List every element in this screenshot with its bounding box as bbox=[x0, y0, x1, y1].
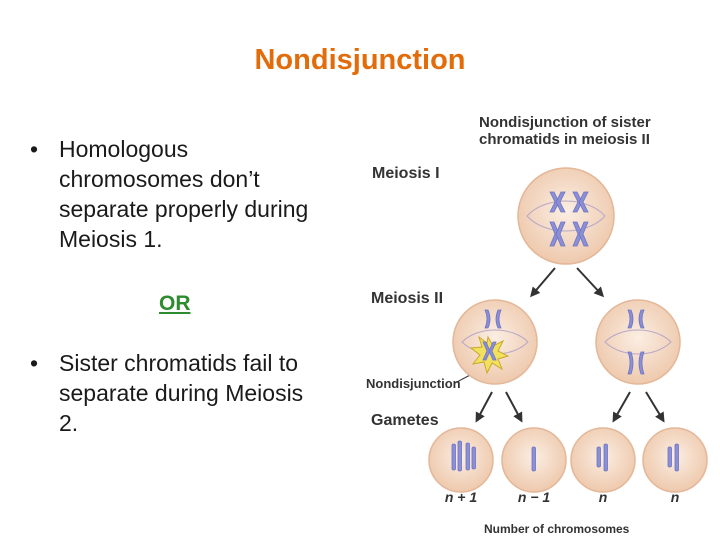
gamete-cell-4 bbox=[643, 428, 707, 492]
meiosis-2-cell-left bbox=[453, 300, 537, 384]
gamete-count-2: n − 1 bbox=[518, 489, 551, 505]
gamete-cell-2 bbox=[502, 428, 566, 492]
nondisjunction-label: Nondisjunction bbox=[366, 376, 461, 391]
gamete-count-3: n bbox=[599, 489, 608, 505]
meiosis-2-label: Meiosis II bbox=[371, 290, 443, 307]
figure-heading-line2: chromatids in meiosis II bbox=[479, 131, 650, 148]
gamete-count-4: n bbox=[671, 489, 680, 505]
figure-heading-line1: Nondisjunction of sister bbox=[479, 114, 651, 131]
axis-label: Number of chromosomes bbox=[484, 522, 630, 536]
gametes-label: Gametes bbox=[371, 412, 439, 429]
gamete-count-1: n + 1 bbox=[445, 489, 478, 505]
meiosis-1-label: Meiosis I bbox=[372, 165, 440, 182]
gamete-cell-1 bbox=[429, 428, 493, 492]
gamete-cell-3 bbox=[571, 428, 635, 492]
meiosis-1-cell bbox=[518, 168, 614, 264]
meiosis-2-cell-right bbox=[596, 300, 680, 384]
